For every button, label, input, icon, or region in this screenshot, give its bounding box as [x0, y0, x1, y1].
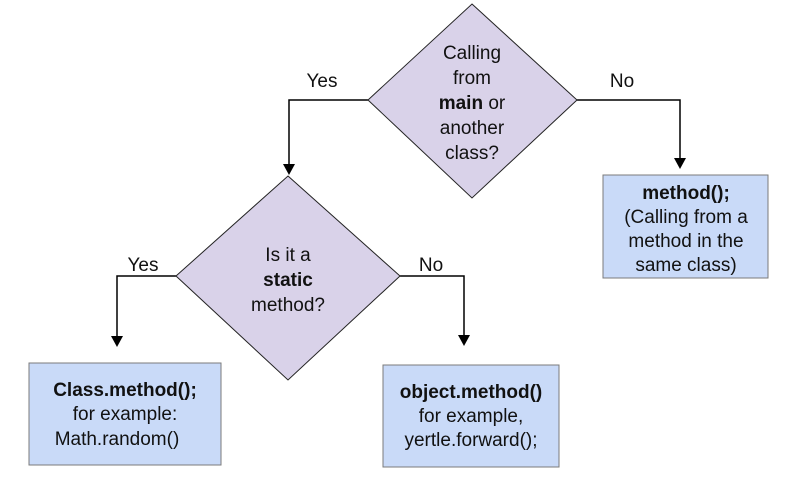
- box-object-line-2: for example,: [419, 406, 524, 427]
- label-no-mid: No: [419, 255, 443, 276]
- decision-main-keyword: main: [439, 93, 483, 114]
- arrowhead-no-top: [674, 158, 686, 169]
- box-same-class-line-4: same class): [635, 255, 736, 276]
- box-static-title: Class.method();: [53, 380, 197, 401]
- box-same-class-line-3: method in the: [628, 231, 743, 252]
- decision-static-keyword: static: [263, 270, 313, 291]
- decision-main-line-1: Calling: [443, 43, 501, 64]
- arrowhead-no-mid: [458, 335, 470, 346]
- box-same-class-title: method();: [642, 183, 730, 204]
- label-no-top: No: [610, 71, 634, 92]
- connector-yes-left: [116, 275, 176, 338]
- decision-static-line-1: Is it a: [265, 245, 311, 266]
- decision-main-line-3: main or: [439, 93, 506, 114]
- box-object-title: object.method(): [400, 382, 543, 403]
- decision-static-method: Is it a static method?: [175, 175, 401, 381]
- box-static-line-3: Math.random(): [55, 429, 180, 450]
- decision-main-line-3-rest: or: [483, 93, 506, 114]
- decision-static-line-3: method?: [251, 295, 325, 316]
- connector-yes-top: [288, 99, 368, 166]
- box-same-class-line-2: (Calling from a: [624, 207, 748, 228]
- connector-no-top: [577, 99, 681, 160]
- decision-main-line-4: another: [440, 118, 505, 139]
- label-yes-left: Yes: [128, 255, 159, 276]
- arrowhead-yes-top: [283, 164, 295, 175]
- decision-main-line-2: from: [453, 68, 491, 89]
- box-static-call: Class.method(); for example: Math.random…: [28, 362, 222, 466]
- box-same-class-call: method(); (Calling from a method in the …: [602, 174, 769, 279]
- box-static-line-2: for example:: [73, 404, 178, 425]
- decision-calling-from-main: Calling from main or another class?: [367, 3, 578, 199]
- connector-no-mid: [400, 275, 465, 337]
- decision-main-line-5: class?: [445, 143, 499, 164]
- label-yes-top: Yes: [307, 71, 338, 92]
- box-object-call: object.method() for example, yertle.forw…: [382, 364, 560, 468]
- arrowhead-yes-left: [111, 336, 123, 347]
- box-object-line-3: yertle.forward();: [404, 430, 537, 451]
